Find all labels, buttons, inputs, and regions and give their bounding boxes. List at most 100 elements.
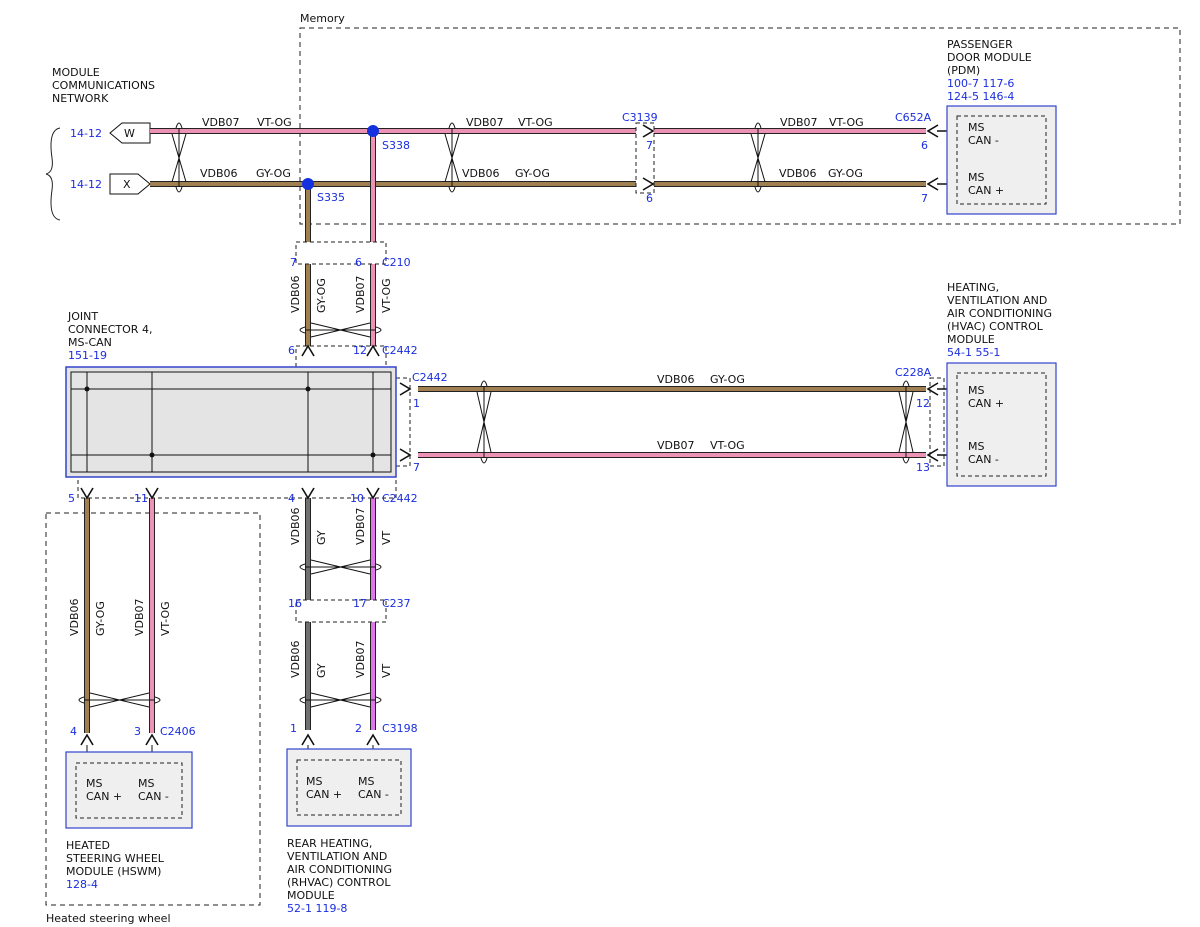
svg-text:CAN +: CAN +	[968, 184, 1004, 197]
svg-text:C2406: C2406	[160, 725, 196, 738]
svg-text:6: 6	[646, 192, 653, 205]
mcn-label: MODULE COMMUNICATIONS NETWORK	[52, 66, 155, 105]
svg-text:124-5 146-4: 124-5 146-4	[947, 90, 1014, 103]
svg-text:12: 12	[353, 344, 367, 357]
svg-text:7: 7	[921, 192, 928, 205]
svg-text:CAN +: CAN +	[968, 397, 1004, 410]
svg-text:VDB07: VDB07	[202, 116, 240, 129]
memory-label: Memory	[300, 12, 345, 25]
svg-text:VDB06: VDB06	[779, 167, 817, 180]
svg-text:3: 3	[134, 725, 141, 738]
splice-s335	[302, 178, 314, 190]
heated-steering-wheel-label: Heated steering wheel	[46, 912, 171, 925]
svg-text:6: 6	[288, 344, 295, 357]
svg-text:GY-OG: GY-OG	[94, 601, 107, 636]
svg-text:7: 7	[646, 139, 653, 152]
svg-text:MS: MS	[968, 121, 984, 134]
svg-text:MS: MS	[138, 777, 154, 790]
svg-text:VDB07: VDB07	[354, 507, 367, 545]
svg-text:VT-OG: VT-OG	[380, 278, 393, 313]
svg-text:VT-OG: VT-OG	[257, 116, 292, 129]
svg-text:MODULE: MODULE	[947, 333, 995, 346]
svg-text:VDB07: VDB07	[354, 640, 367, 678]
wire-labels-vertical: VDB06 GY-OG VDB07 VT-OG VDB06 GY VDB07 V…	[68, 275, 393, 678]
svg-text:VDB06: VDB06	[289, 275, 302, 313]
svg-text:VENTILATION AND: VENTILATION AND	[287, 850, 387, 863]
svg-text:151-19: 151-19	[68, 349, 107, 362]
svg-text:7: 7	[290, 256, 297, 269]
svg-text:GY-OG: GY-OG	[256, 167, 291, 180]
svg-text:COMMUNICATIONS: COMMUNICATIONS	[52, 79, 155, 92]
svg-text:CONNECTOR 4,: CONNECTOR 4,	[68, 323, 152, 336]
svg-text:GY-OG: GY-OG	[710, 373, 745, 386]
svg-text:GY: GY	[315, 530, 328, 545]
svg-text:MS: MS	[306, 775, 322, 788]
svg-text:VT: VT	[380, 663, 393, 678]
svg-text:NETWORK: NETWORK	[52, 92, 109, 105]
svg-text:2: 2	[355, 722, 362, 735]
wires	[84, 128, 926, 733]
svg-text:VT: VT	[380, 530, 393, 545]
connector-labels: C3139 7 6 C652A 6 7 7 6 C210 6 12 C2442 …	[68, 111, 932, 738]
module-hswm: MS CAN + MS CAN - HEATED STEERING WHEEL …	[65, 745, 193, 891]
svg-text:AIR CONDITIONING: AIR CONDITIONING	[947, 307, 1052, 320]
svg-text:1: 1	[413, 397, 420, 410]
svg-text:MODULE (HSWM): MODULE (HSWM)	[66, 865, 161, 878]
svg-text:13: 13	[916, 461, 930, 474]
svg-text:VT-OG: VT-OG	[159, 601, 172, 636]
svg-text:CAN +: CAN +	[86, 790, 122, 803]
svg-text:6: 6	[355, 256, 362, 269]
svg-text:AIR CONDITIONING: AIR CONDITIONING	[287, 863, 392, 876]
svg-text:VDB06: VDB06	[289, 640, 302, 678]
mcn-brace	[45, 127, 61, 221]
svg-text:VDB07: VDB07	[133, 598, 146, 636]
svg-text:GY-OG: GY-OG	[828, 167, 863, 180]
svg-text:PASSENGER: PASSENGER	[947, 38, 1013, 51]
svg-text:MS: MS	[968, 384, 984, 397]
arrow-connector-w: W	[109, 122, 151, 144]
svg-text:CAN -: CAN -	[358, 788, 389, 801]
svg-text:CAN -: CAN -	[968, 134, 999, 147]
svg-text:MODULE: MODULE	[287, 889, 335, 902]
svg-text:MODULE: MODULE	[52, 66, 100, 79]
svg-text:REAR HEATING,: REAR HEATING,	[287, 837, 372, 850]
heated-steering-wheel-region: Heated steering wheel	[45, 512, 261, 925]
svg-text:STEERING WHEEL: STEERING WHEEL	[66, 852, 165, 865]
svg-text:VDB07: VDB07	[780, 116, 818, 129]
svg-text:VDB06: VDB06	[657, 373, 695, 386]
svg-text:VDB06: VDB06	[289, 507, 302, 545]
svg-text:VT-OG: VT-OG	[829, 116, 864, 129]
svg-text:C2442: C2442	[382, 344, 418, 357]
svg-text:C228A: C228A	[895, 366, 932, 379]
twist-markers	[78, 122, 914, 708]
svg-text:12: 12	[916, 397, 930, 410]
svg-text:GY-OG: GY-OG	[315, 278, 328, 313]
svg-text:MS-CAN: MS-CAN	[68, 336, 112, 349]
svg-text:(HVAC) CONTROL: (HVAC) CONTROL	[947, 320, 1044, 333]
svg-text:4: 4	[288, 492, 295, 505]
svg-text:VT-OG: VT-OG	[518, 116, 553, 129]
svg-text:11: 11	[134, 492, 148, 505]
module-hvac: HEATING, VENTILATION AND AIR CONDITIONIN…	[946, 281, 1057, 487]
svg-text:GY: GY	[315, 663, 328, 678]
svg-text:C3198: C3198	[382, 722, 418, 735]
svg-text:C237: C237	[382, 597, 411, 610]
svg-text:128-4: 128-4	[66, 878, 98, 891]
svg-text:10: 10	[350, 492, 364, 505]
memory-region: Memory	[299, 12, 1181, 225]
joint-connector-4: JOINT CONNECTOR 4, MS-CAN 151-19	[65, 310, 397, 478]
svg-text:VDB07: VDB07	[466, 116, 504, 129]
svg-text:VENTILATION AND: VENTILATION AND	[947, 294, 1047, 307]
svg-text:HEATING,: HEATING,	[947, 281, 999, 294]
svg-text:5: 5	[68, 492, 75, 505]
svg-text:MS: MS	[86, 777, 102, 790]
svg-text:VT-OG: VT-OG	[710, 439, 745, 452]
svg-text:X: X	[123, 178, 131, 191]
svg-text:52-1 119-8: 52-1 119-8	[287, 902, 347, 915]
svg-text:MS: MS	[968, 440, 984, 453]
svg-text:4: 4	[70, 725, 77, 738]
svg-text:VDB06: VDB06	[200, 167, 238, 180]
svg-text:VDB07: VDB07	[354, 275, 367, 313]
mcn-ref-w: 14-12	[70, 127, 102, 140]
pin-arrows	[80, 124, 958, 746]
